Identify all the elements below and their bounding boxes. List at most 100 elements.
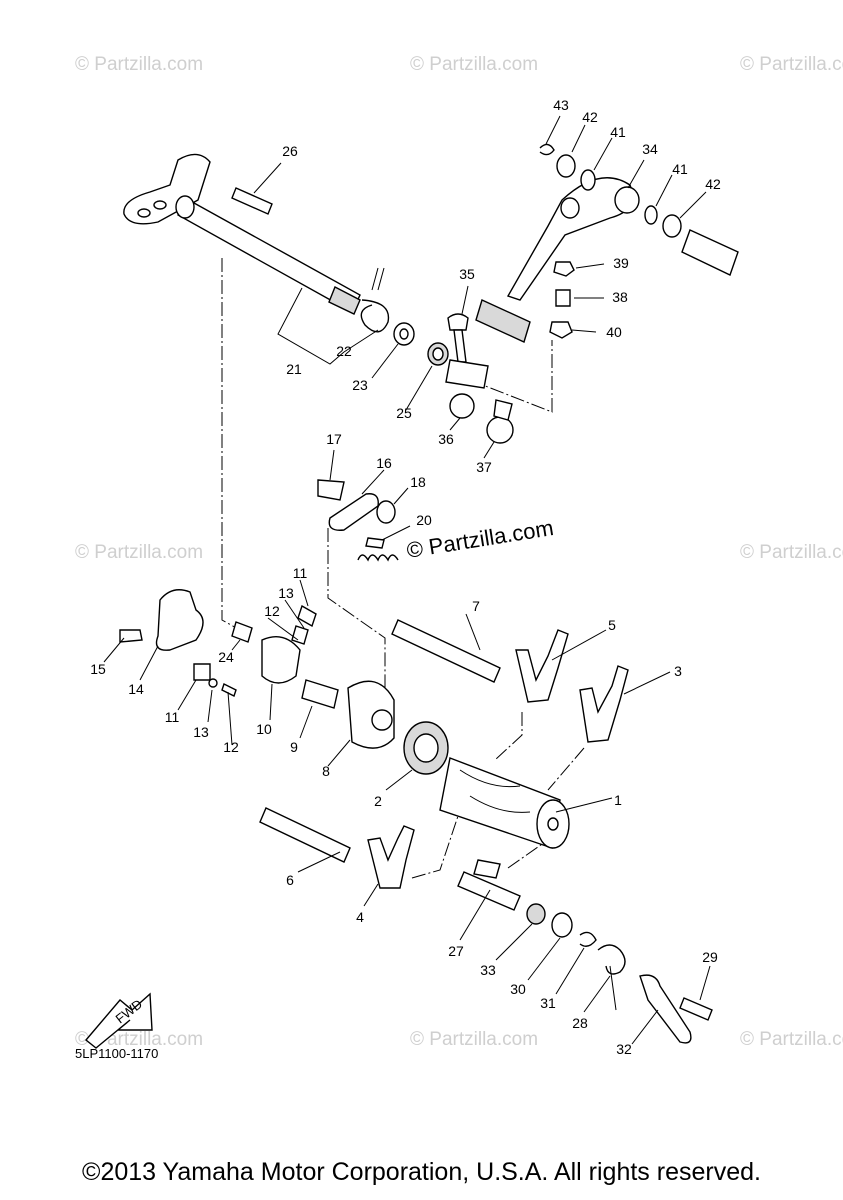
o-ring [644,205,658,225]
shift-shaft-arm [473,859,501,879]
bolt [365,537,385,549]
callout-3: 3 [674,663,682,679]
watermark: © Partzilla.com [75,542,203,563]
arm-hole [153,200,167,210]
shift-shaft-arm [123,153,211,225]
callout-35: 35 [459,266,475,282]
callout-23: 23 [352,377,368,393]
stopper-block [193,663,211,681]
callout-8: 8 [322,763,330,779]
leader-line [555,947,585,995]
collar [376,500,396,524]
callout-42: 42 [582,109,598,125]
callout-18: 18 [410,474,426,490]
callout-42: 42 [705,176,721,192]
callout-6: 6 [286,872,294,888]
washer [662,214,682,238]
callout-34: 34 [642,141,658,157]
stopper-block [297,604,317,628]
callout-5: 5 [608,617,616,633]
leader-line [343,329,379,353]
guide-line [411,809,461,879]
callout-24: 24 [218,649,234,665]
bolt-shank [453,329,467,363]
leader-line [545,115,561,145]
arm-hole [137,208,151,218]
leader-line [253,162,282,194]
segment-hole [371,709,393,731]
callout-36: 36 [438,431,454,447]
callout-17: 17 [326,431,342,447]
pedal-boss [614,186,640,214]
guide-lines [221,258,585,879]
leader-line [393,487,409,505]
watermark: © Partzilla.com [740,1029,843,1050]
leader-line [527,937,561,981]
stopper-plate [639,974,692,1044]
bolt [447,313,469,331]
callout-12: 12 [264,603,280,619]
callout-27: 27 [448,943,464,959]
rod-end [445,359,489,389]
callout-9: 9 [290,739,298,755]
leader-line [495,923,533,961]
callout-40: 40 [606,324,622,340]
watermarks: © Partzilla.com © Partzilla.com © Partzi… [75,54,843,1050]
spring [221,683,237,697]
watermark: © Partzilla.com [410,1029,538,1050]
callout-29: 29 [702,949,718,965]
callout-15: 15 [90,661,106,677]
bolt [555,289,571,307]
leader-line [327,739,351,767]
callout-14: 14 [128,681,144,697]
leader-line [207,689,213,723]
o-ring [580,169,596,191]
shift-guide [261,636,301,684]
nut [553,261,575,277]
callout-37: 37 [476,459,492,475]
leader-line [329,449,335,481]
callout-13: 13 [193,724,209,740]
callout-39: 39 [613,255,629,271]
oil-seal [526,903,546,925]
leader-line [679,191,707,219]
spring [291,625,309,645]
leader-line [655,174,673,207]
guide-line [494,712,523,761]
pedal-boss [560,197,580,219]
callout-32: 32 [616,1041,632,1057]
shift-shaft [123,153,390,333]
callout-38: 38 [612,289,628,305]
callout-30: 30 [510,981,526,997]
watermark: © Partzilla.com [740,542,843,563]
guide-line [469,340,553,413]
leader-line [284,599,305,629]
callout-13: 13 [278,585,294,601]
ball [208,678,218,688]
spring-ends [371,267,385,291]
shaft-spline [328,286,361,315]
shift-pedal-arm [506,177,634,301]
bolt [119,629,143,643]
leader-line [627,159,645,189]
bushing [231,621,253,643]
fwd-arrow: FWD [84,992,153,1049]
shaft-collar [175,195,195,219]
leader-line [363,883,379,907]
callout-22: 22 [336,343,352,359]
copyright-notice: ©2013 Yamaha Motor Corporation, U.S.A. A… [82,1158,761,1186]
leader-line [465,613,481,651]
callout-21: 21 [286,361,302,377]
shift-fork [515,629,569,703]
spring [597,944,626,975]
spring-leg [609,965,617,1011]
leader-line [593,137,613,171]
leader-line [177,679,197,711]
callout-16: 16 [376,455,392,471]
leader-line [623,671,671,695]
guide-bar [259,807,351,863]
watermark: © Partzilla.com [75,54,203,75]
leader-line [299,705,313,739]
callout-1: 1 [614,792,622,808]
